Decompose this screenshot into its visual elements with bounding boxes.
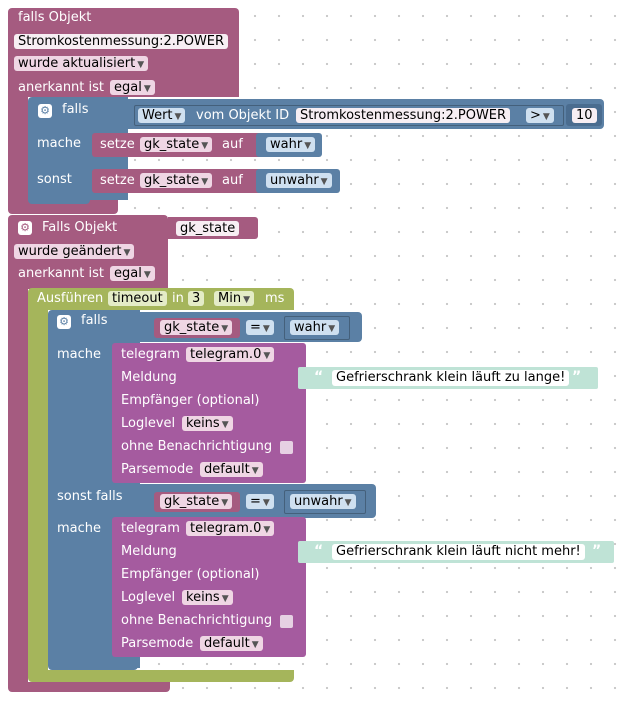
chevron-down-icon: ▼: [262, 324, 270, 334]
event-title: falls Objekt: [18, 10, 92, 25]
quote-close-icon: ”: [572, 369, 582, 385]
quote-open-icon: “: [314, 369, 324, 385]
compare-object-id-field[interactable]: Stromkostenmessung:2.POWER: [296, 108, 511, 123]
chevron-down-icon: ▼: [221, 498, 229, 508]
timeout-unit-dropdown[interactable]: Min▼: [214, 291, 254, 306]
timeout-amount-field[interactable]: 3: [188, 291, 205, 306]
telegram-label: telegram: [121, 347, 180, 362]
chevron-down-icon: ▼: [143, 270, 151, 280]
recipient-label: Empfänger (optional): [121, 567, 260, 582]
silent-label: ohne Benachrichtigung: [121, 439, 273, 454]
var-dropdown[interactable]: gk_state▼: [140, 173, 213, 188]
false-dropdown[interactable]: unwahr▼: [290, 494, 356, 509]
gear-icon[interactable]: ⚙: [38, 104, 52, 118]
timeout-name-field[interactable]: timeout: [108, 291, 167, 306]
chevron-down-icon: ▼: [123, 248, 131, 258]
chevron-down-icon: ▼: [344, 498, 352, 508]
loglevel-dropdown[interactable]: keins▼: [182, 416, 233, 431]
chevron-down-icon: ▼: [201, 177, 209, 187]
ms-label: ms: [265, 291, 285, 306]
var-dropdown[interactable]: gk_state▼: [160, 494, 233, 509]
chevron-down-icon: ▼: [221, 420, 229, 430]
quote-open-icon: “: [314, 543, 324, 559]
message-label: Meldung: [121, 544, 177, 559]
set-label: setze: [100, 137, 135, 152]
ack-dropdown[interactable]: egal▼: [110, 80, 155, 95]
from-object-label: vom Objekt ID: [196, 108, 290, 123]
chevron-down-icon: ▼: [137, 60, 145, 70]
gear-icon[interactable]: ⚙: [57, 315, 71, 329]
trigger-dropdown[interactable]: wurde geändert▼: [14, 244, 135, 259]
value-dropdown[interactable]: Wert▼: [138, 108, 186, 123]
loglevel-label: Loglevel: [121, 590, 176, 605]
chevron-down-icon: ▼: [201, 141, 209, 151]
object-id-field[interactable]: Stromkostenmessung:2.POWER: [14, 34, 229, 49]
in-label: in: [172, 291, 184, 306]
ack-label: anerkannt ist: [18, 80, 105, 95]
telegram-label: telegram: [121, 521, 180, 536]
loglevel-dropdown[interactable]: keins▼: [182, 590, 233, 605]
chevron-down-icon: ▼: [542, 112, 550, 122]
true-dropdown[interactable]: wahr▼: [290, 320, 340, 335]
loglevel-label: Loglevel: [121, 416, 176, 431]
to-label: auf: [222, 137, 243, 152]
eq-dropdown[interactable]: =▼: [246, 494, 274, 509]
else-label: sonst: [37, 172, 72, 187]
chevron-down-icon: ▼: [251, 466, 259, 476]
message-label: Meldung: [121, 370, 177, 385]
instance-dropdown[interactable]: telegram.0▼: [186, 347, 275, 362]
parsemode-label: Parsemode: [121, 462, 194, 477]
chevron-down-icon: ▼: [174, 112, 182, 122]
chevron-down-icon: ▼: [262, 498, 270, 508]
message-text-field[interactable]: Gefrierschrank klein läuft zu lange!: [332, 370, 570, 386]
message-text-field[interactable]: Gefrierschrank klein läuft nicht mehr!: [332, 544, 585, 560]
chevron-down-icon: ▼: [304, 141, 312, 151]
quote-close-icon: ”: [592, 543, 602, 559]
chevron-down-icon: ▼: [221, 324, 229, 334]
trigger-dropdown[interactable]: wurde aktualisiert▼: [14, 56, 149, 71]
silent-checkbox[interactable]: [280, 441, 293, 454]
var-dropdown[interactable]: gk_state▼: [160, 320, 233, 335]
recipient-label: Empfänger (optional): [121, 393, 260, 408]
number-field[interactable]: 10: [572, 108, 597, 123]
ack-label: anerkannt ist: [18, 266, 105, 281]
false-dropdown[interactable]: unwahr▼: [266, 173, 332, 188]
if-label: falls: [62, 102, 89, 117]
chevron-down-icon: ▼: [263, 525, 271, 535]
chevron-down-icon: ▼: [221, 594, 229, 604]
to-label: auf: [222, 173, 243, 188]
object-id-field[interactable]: gk_state: [176, 221, 240, 236]
chevron-down-icon: ▼: [251, 640, 259, 650]
ack-dropdown[interactable]: egal▼: [110, 266, 155, 281]
chevron-down-icon: ▼: [143, 84, 151, 94]
instance-dropdown[interactable]: telegram.0▼: [186, 521, 275, 536]
then2-label: mache: [57, 521, 102, 536]
chevron-down-icon: ▼: [243, 295, 250, 305]
silent-checkbox[interactable]: [280, 615, 293, 628]
if-label: falls: [81, 313, 108, 328]
silent-label: ohne Benachrichtigung: [121, 613, 273, 628]
eq-dropdown[interactable]: =▼: [246, 320, 274, 335]
true-dropdown[interactable]: wahr▼: [266, 137, 316, 152]
var-dropdown[interactable]: gk_state▼: [140, 137, 213, 152]
chevron-down-icon: ▼: [263, 351, 271, 361]
elseif-label: sonst falls: [57, 489, 123, 504]
chevron-down-icon: ▼: [320, 177, 328, 187]
then-label: mache: [57, 347, 102, 362]
parsemode-dropdown[interactable]: default▼: [200, 462, 263, 477]
parsemode-label: Parsemode: [121, 636, 194, 651]
then-label: mache: [37, 136, 82, 151]
operator-dropdown[interactable]: >▼: [526, 108, 554, 123]
set-label: setze: [100, 173, 135, 188]
chevron-down-icon: ▼: [328, 324, 336, 334]
parsemode-dropdown[interactable]: default▼: [200, 636, 263, 651]
run-label: Ausführen: [37, 291, 104, 306]
event-title: Falls Objekt: [42, 220, 118, 235]
gear-icon[interactable]: ⚙: [18, 221, 32, 235]
